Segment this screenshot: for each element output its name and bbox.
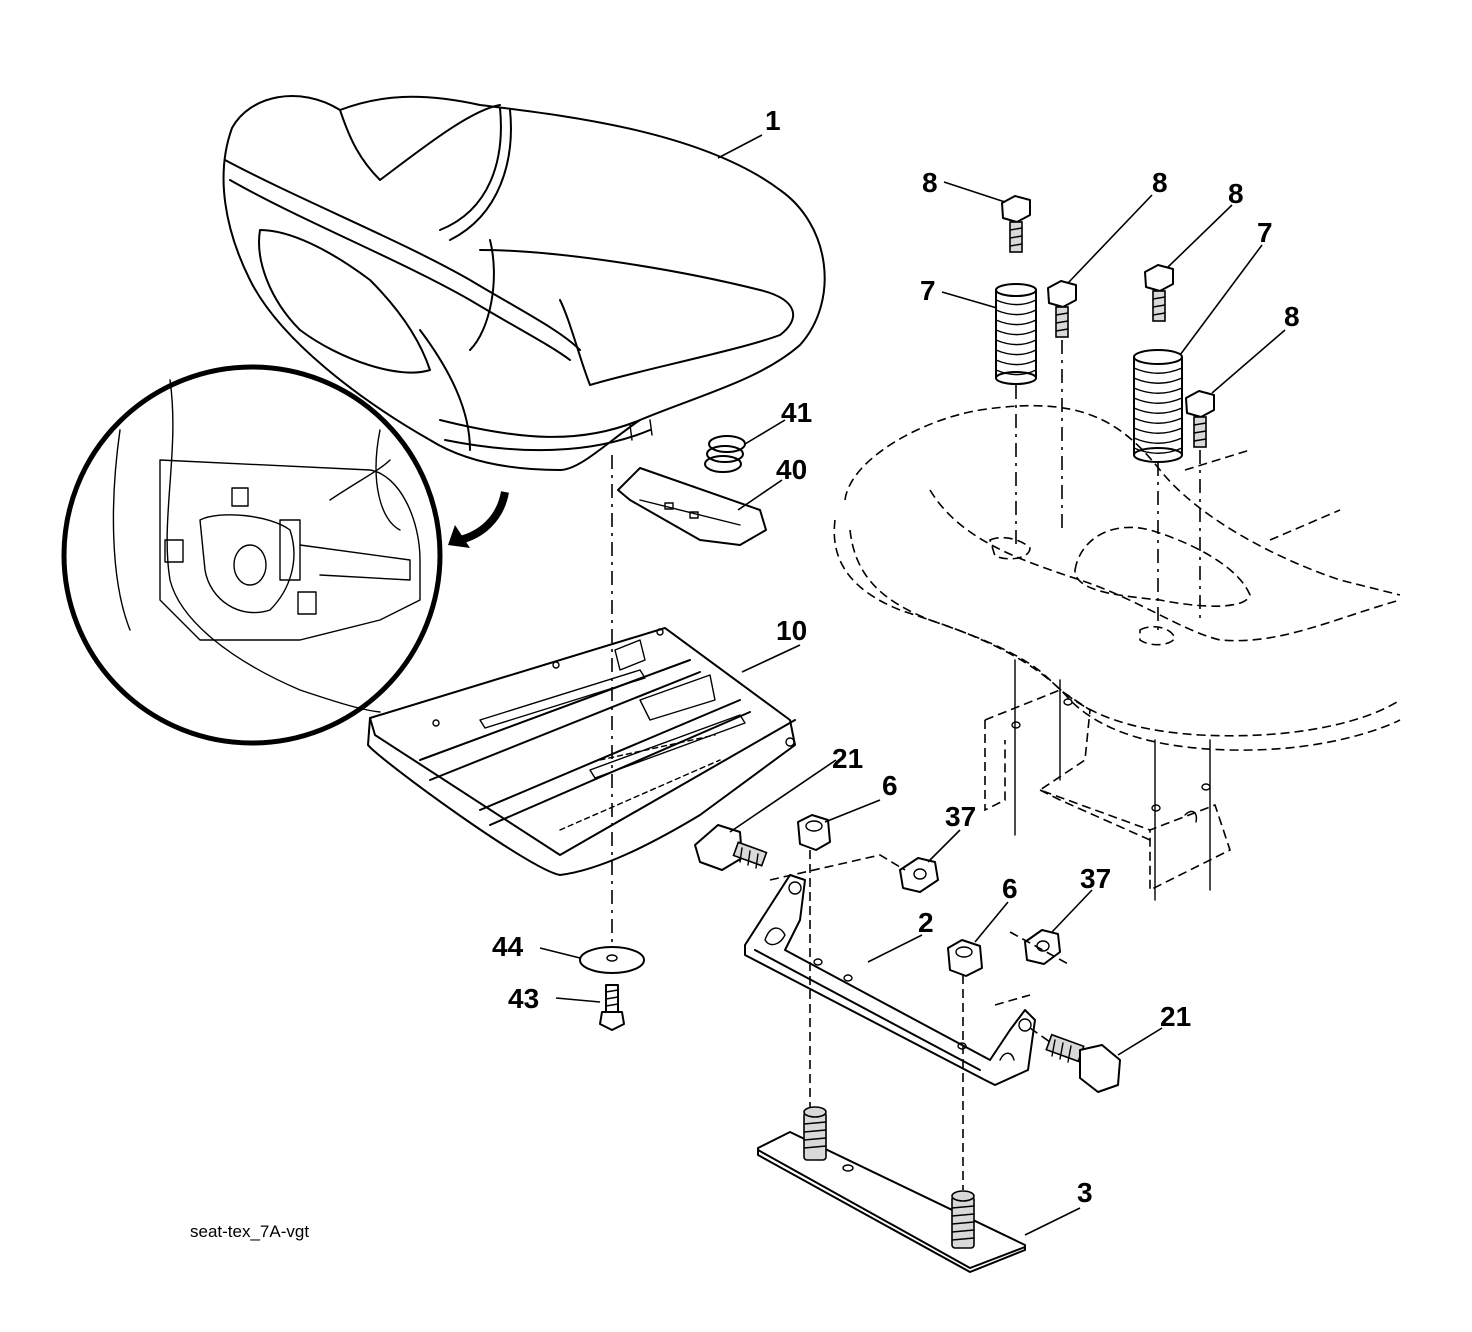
diagram-caption: seat-tex_7A-vgt xyxy=(190,1222,310,1241)
callout-6-right: 6 xyxy=(1002,873,1018,904)
callout-8-c: 8 xyxy=(1228,178,1244,209)
callout-7-right: 7 xyxy=(1257,217,1273,248)
seat-pan-part-10 xyxy=(367,627,796,876)
callout-44: 44 xyxy=(492,931,524,962)
bolt-b-part-8 xyxy=(1047,280,1077,338)
washer-right-part-37 xyxy=(1024,929,1061,965)
assembly-line xyxy=(769,854,906,881)
callout-10: 10 xyxy=(776,615,807,646)
washer-part-44 xyxy=(579,946,645,974)
pivot-bolt-right-part-21 xyxy=(1045,1033,1121,1093)
callout-8-b: 8 xyxy=(1152,167,1168,198)
detail-zoom-circle xyxy=(61,364,443,746)
callout-3: 3 xyxy=(1077,1177,1093,1208)
callout-37-right: 37 xyxy=(1080,863,1111,894)
nut-right-part-6 xyxy=(947,939,983,977)
callout-41: 41 xyxy=(781,397,812,428)
callout-labels: 1 8 8 8 7 7 8 41 40 10 21 6 37 6 37 2 44… xyxy=(492,105,1300,1208)
assembly-line xyxy=(994,994,1031,1006)
seat-part-1 xyxy=(222,95,826,471)
callout-37-left: 37 xyxy=(945,801,976,832)
assembly-line xyxy=(1009,931,1071,966)
base-plate-part-3 xyxy=(757,1106,1026,1273)
callout-6-left: 6 xyxy=(882,770,898,801)
bolt-d-part-8 xyxy=(1185,390,1215,448)
pivot-bolt-left-part-21 xyxy=(694,824,768,871)
assembly-line xyxy=(1029,1027,1051,1043)
callout-leaders xyxy=(539,134,1286,1236)
spring-right-part-7 xyxy=(1133,349,1183,463)
spring-left-part-7 xyxy=(995,283,1037,385)
view-arrow xyxy=(458,491,509,544)
callout-43: 43 xyxy=(508,983,539,1014)
callout-8-d: 8 xyxy=(1284,301,1300,332)
bolt-c-part-8 xyxy=(1144,264,1174,322)
callout-7-left: 7 xyxy=(920,275,936,306)
callout-1: 1 xyxy=(765,105,781,136)
callout-2: 2 xyxy=(918,907,934,938)
callout-40: 40 xyxy=(776,454,807,485)
small-spring-part-41 xyxy=(704,435,746,473)
clip-part-40 xyxy=(617,467,767,546)
callout-8-a: 8 xyxy=(922,167,938,198)
washer-left-part-37 xyxy=(899,857,939,893)
callout-21-left: 21 xyxy=(832,743,863,774)
bracket-part-2 xyxy=(744,874,1036,1086)
bolt-a-part-8 xyxy=(1001,195,1031,253)
view-arrow-head xyxy=(448,525,470,548)
nut-left-part-6 xyxy=(797,814,831,851)
frame-outline xyxy=(833,404,1401,901)
bolt-part-43 xyxy=(599,984,625,1031)
callout-21-right: 21 xyxy=(1160,1001,1191,1032)
